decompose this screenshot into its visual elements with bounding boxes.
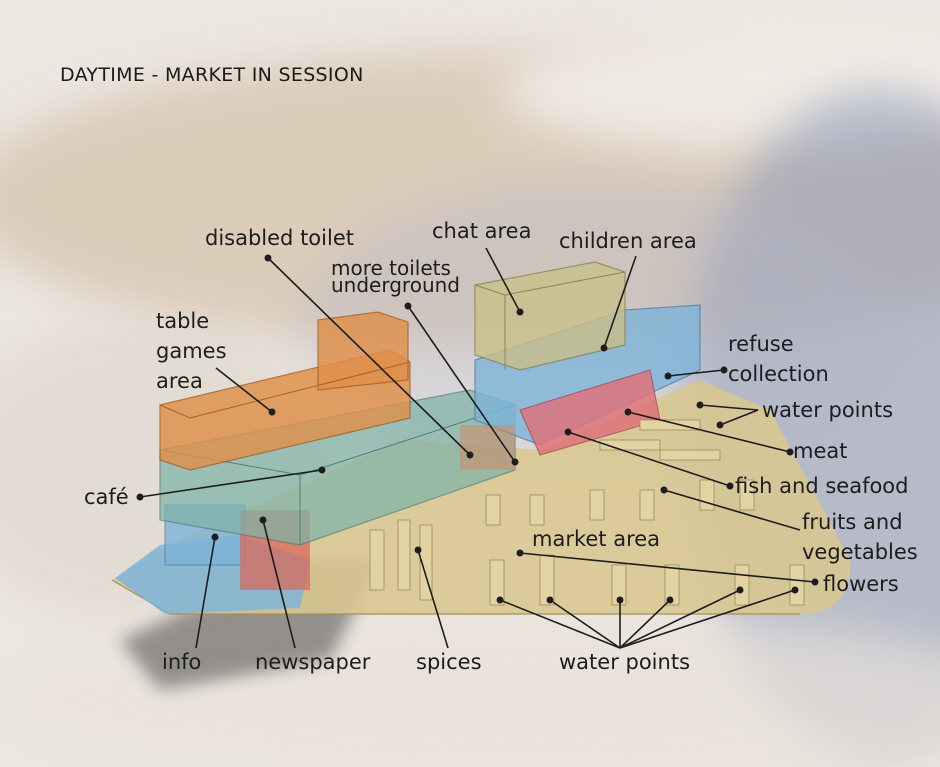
label-flowers: flowers	[823, 572, 899, 596]
label-table-games-line2: games	[156, 339, 227, 363]
label-refuse-line2: collection	[728, 362, 829, 386]
diagram-title: DAYTIME - MARKET IN SESSION	[60, 64, 364, 86]
label-more-toilets-line2: underground	[331, 273, 460, 297]
label-disabled-toilet: disabled toilet	[205, 226, 354, 250]
label-fruits-line2: vegetables	[802, 540, 918, 564]
label-newspaper: newspaper	[255, 650, 371, 674]
label-fruits-line1: fruits and	[802, 510, 903, 534]
label-cafe: café	[84, 485, 129, 509]
label-table-games-line1: table	[156, 309, 210, 333]
label-chat-area: chat area	[432, 219, 532, 243]
label-more-toilets-line1: more toilets	[331, 256, 451, 280]
label-children-area: children area	[559, 229, 697, 253]
label-water-points-bottom: water points	[559, 650, 691, 674]
label-meat: meat	[793, 439, 848, 463]
label-table-games-line3: area	[156, 369, 203, 393]
label-fish-seafood: fish and seafood	[735, 474, 909, 498]
leader-lines	[136, 247, 819, 649]
label-info: info	[162, 650, 202, 674]
label-spices: spices	[416, 650, 482, 674]
label-market-area: market area	[532, 527, 661, 551]
label-refuse-line1: refuse	[728, 332, 794, 356]
label-water-points-top: water points	[762, 398, 894, 422]
